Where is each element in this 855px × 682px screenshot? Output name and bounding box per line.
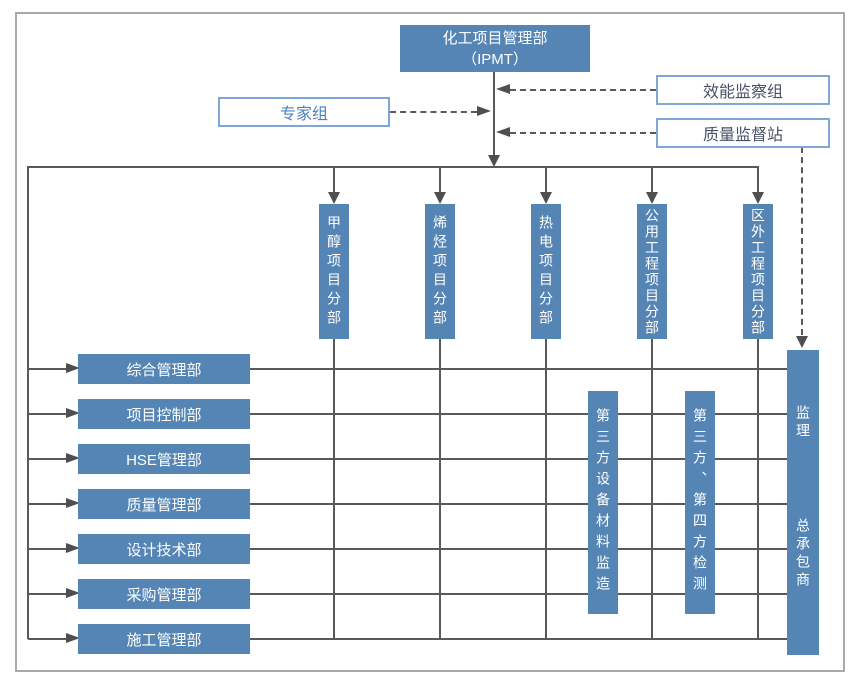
contractor-box: 监理 总承包商 [787,350,819,655]
connector-dept-stub [28,458,66,460]
connector-dept-row [250,593,787,595]
arrowhead-division [646,192,658,204]
diagram-frame [15,12,845,672]
division-label: 公用工程项目分部 [644,207,660,336]
expert-group-box: 专家组 [218,97,390,127]
department-box-quality: 质量管理部 [78,489,250,519]
connector-dept-row [250,503,787,505]
department-box-project-control: 项目控制部 [78,399,250,429]
arrowhead-quality [496,127,510,137]
connector-division-drop [545,167,547,192]
connector-dept-stub [28,413,66,415]
department-label: HSE管理部 [126,451,202,469]
arrowhead-dept [66,408,80,418]
department-label: 质量管理部 [126,496,202,514]
connector-division-stem [545,339,547,639]
third-party-testing-label: 第三方、第四方检测 [692,408,708,597]
ipmt-subtitle: （IPMT） [462,50,528,68]
connector-dept-row [250,548,787,550]
connector-division-drop [651,167,653,192]
connector-ipmt-drop [493,72,495,156]
department-box-procurement: 采购管理部 [78,579,250,609]
connector-dept-stub [28,368,66,370]
connector-dept-stub [28,548,66,550]
connector-quality-dashed [510,132,656,134]
department-label: 采购管理部 [126,586,202,604]
department-box-general-management: 综合管理部 [78,354,250,384]
division-box-offsite: 区外工程项目分部 [743,204,773,339]
arrowhead-division [434,192,446,204]
department-label: 施工管理部 [126,631,202,649]
ipmt-box: 化工项目管理部 （IPMT） [400,25,590,72]
division-label: 甲醇项目分部 [326,214,342,329]
arrowhead-dept [66,588,80,598]
department-box-construction: 施工管理部 [78,624,250,654]
arrowhead-efficiency [496,84,510,94]
connector-division-drop [757,167,759,192]
division-box-thermal: 热电项目分部 [531,204,561,339]
expert-group-label: 专家组 [279,106,328,123]
department-label: 项目控制部 [126,406,202,424]
arrowhead-expert [477,106,491,116]
division-label: 烯烃项目分部 [432,214,448,329]
arrowhead-dept [66,498,80,508]
connector-dept-row [250,458,787,460]
department-box-hse: HSE管理部 [78,444,250,474]
arrowhead-division [540,192,552,204]
quality-supervision-station-label: 质量监督站 [702,127,783,144]
efficiency-supervision-label: 效能监察组 [702,84,783,101]
connector-division-drop [333,167,335,192]
arrowhead-division [328,192,340,204]
arrowhead-dept [66,633,80,643]
quality-supervision-station-box: 质量监督站 [656,118,830,148]
arrowhead-contractor [796,336,808,348]
connector-dept-stub [28,593,66,595]
division-label: 热电项目分部 [538,214,554,329]
connector-division-stem [651,339,653,639]
connector-quality-to-contractor-dashed [801,147,803,335]
connector-division-stem [757,339,759,639]
ipmt-title: 化工项目管理部 [442,29,548,47]
department-label: 综合管理部 [126,361,202,379]
arrowhead-dept [66,453,80,463]
division-box-olefin: 烯烃项目分部 [425,204,455,339]
connector-division-drop [439,167,441,192]
department-box-design-tech: 设计技术部 [78,534,250,564]
third-party-supervision-label: 第三方设备材料监造 [595,408,611,597]
connector-left-rail [27,166,29,639]
department-label: 设计技术部 [126,541,202,559]
connector-division-stem [439,339,441,639]
third-party-supervision-box: 第三方设备材料监造 [588,391,618,614]
connector-dept-row [250,413,787,415]
connector-dept-row [250,368,787,370]
connector-dept-stub [28,503,66,505]
arrowhead-dept [66,363,80,373]
connector-division-stem [333,339,335,639]
efficiency-supervision-box: 效能监察组 [656,75,830,105]
connector-dept-row [250,638,787,640]
connector-expert-dashed [390,111,477,113]
connector-efficiency-dashed [510,89,656,91]
connector-top-rail [28,166,759,168]
arrowhead-division [752,192,764,204]
connector-dept-stub [28,638,66,640]
division-box-methanol: 甲醇项目分部 [319,204,349,339]
division-box-utilities: 公用工程项目分部 [637,204,667,339]
arrowhead-ipmt-down [488,155,500,167]
supervision-label: 监理 [795,405,811,441]
arrowhead-dept [66,543,80,553]
general-contractor-label: 总承包商 [795,518,811,590]
third-party-testing-box: 第三方、第四方检测 [685,391,715,614]
division-label: 区外工程项目分部 [750,207,766,336]
